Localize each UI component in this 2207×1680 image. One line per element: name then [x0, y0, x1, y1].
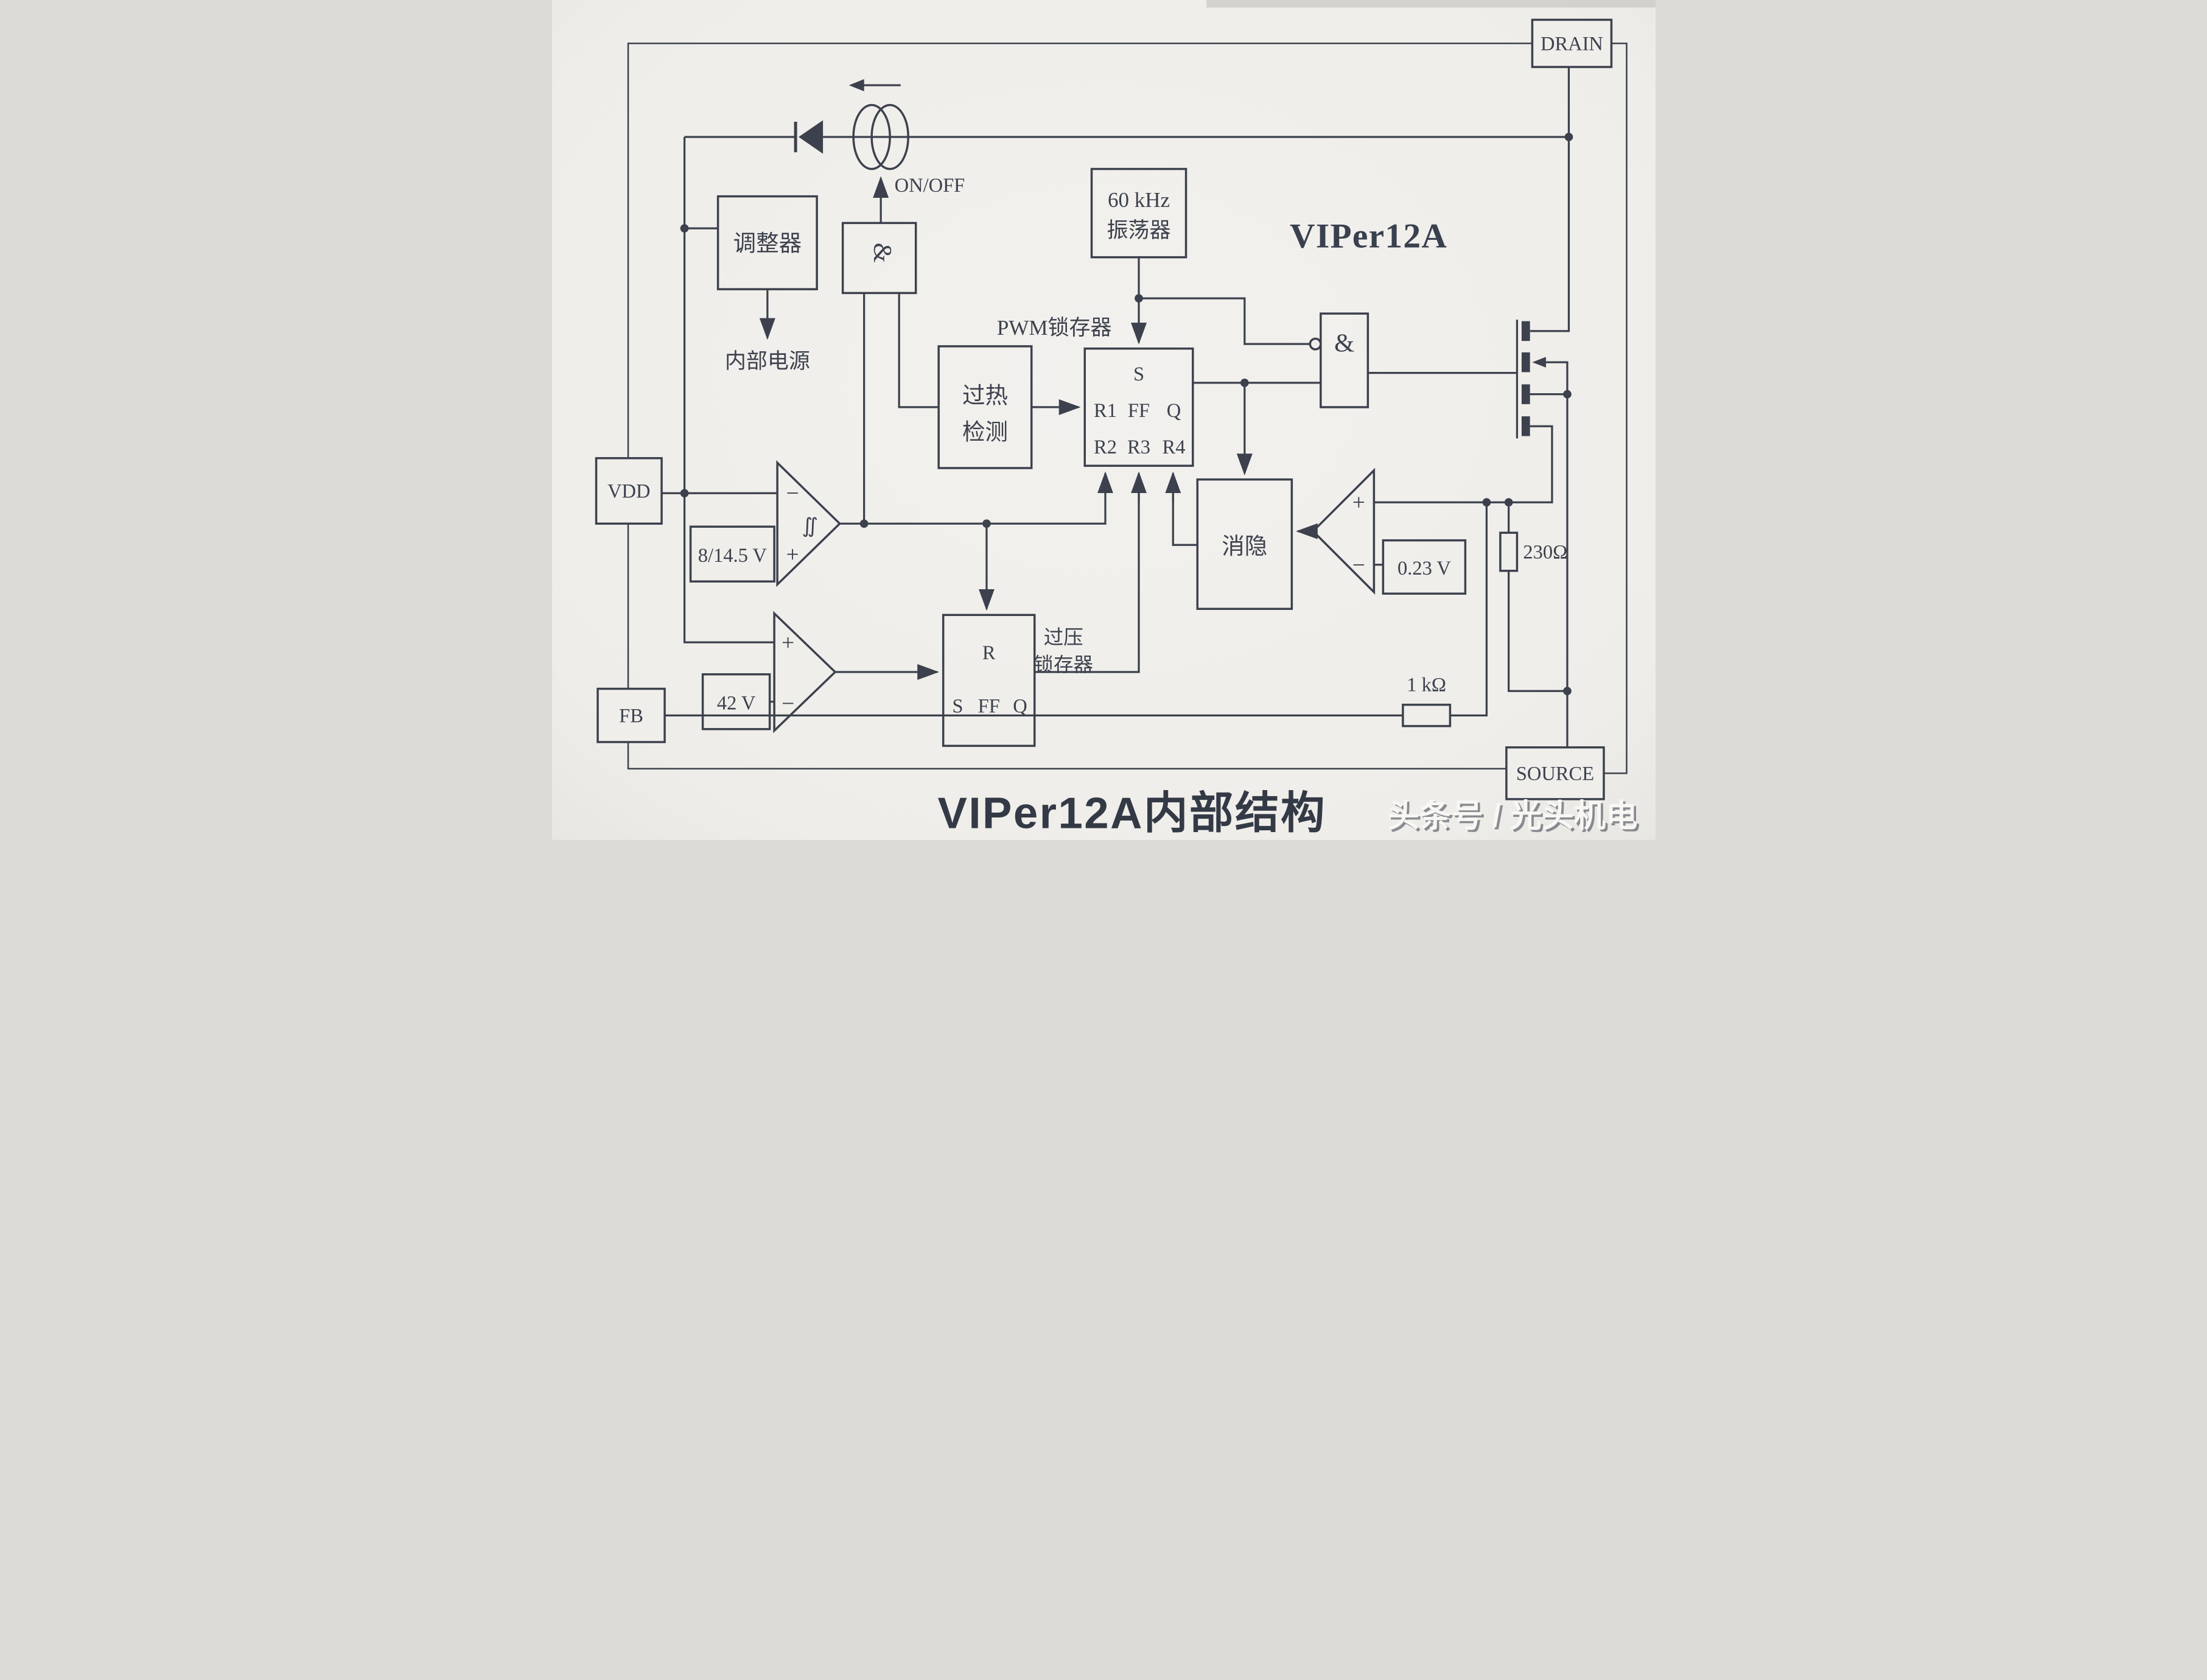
thermal-label-line2: 检测 [962, 420, 1007, 446]
wire-drain-net [1530, 67, 1570, 332]
wire-and-to-thermal [898, 293, 939, 408]
nand-gate-symbol: & [1334, 329, 1354, 358]
transformer-winding [852, 103, 891, 170]
vdd-pin-box [595, 457, 663, 525]
uvlo-plus-sign: + [786, 542, 799, 567]
border-left-bottom [627, 742, 1506, 770]
wire-left-bus [683, 137, 774, 643]
page-edge-shadow [1206, 0, 1656, 8]
cs-ref-box [1382, 539, 1466, 595]
junction-dot [680, 224, 688, 233]
ov-comparator [772, 611, 837, 733]
pwm-ff-r4: R4 [1162, 436, 1185, 458]
wire-sense-res-bottom [1507, 570, 1567, 692]
wire-blanking-out [1172, 493, 1197, 546]
hysteresis-symbol: ∬ [802, 514, 818, 537]
junction-dot [982, 519, 991, 528]
internal-supply-label: 内部电源 [724, 349, 810, 373]
oscillator-label-line1: 60 kHz [1107, 188, 1169, 212]
watermark: 头条号 / 光头机电 [1387, 798, 1637, 834]
cs-comparator [1311, 467, 1375, 595]
sense-resistor [1499, 531, 1518, 572]
uvlo-ref-label: 8/14.5 V [698, 545, 767, 567]
source-pin-box [1505, 746, 1605, 800]
mosfet-segment [1521, 416, 1530, 436]
ov-ff-s: S [952, 695, 963, 717]
regulator-label: 调整器 [733, 232, 802, 257]
border-top-left [627, 43, 1532, 458]
onoff-label: ON/OFF [894, 175, 965, 197]
vdd-pin-label: VDD [607, 481, 650, 503]
ov-latch-box [942, 614, 1035, 747]
ov-ff-ff: FF [978, 695, 999, 717]
ov-latch-caption-line1: 过压 [1043, 626, 1083, 649]
junction-dot [859, 519, 869, 528]
ov-latch-caption-line2: 锁存器 [1034, 654, 1093, 676]
ov-ff-r: R [982, 642, 995, 664]
thermal-label-line1: 过热 [962, 384, 1007, 409]
border-right-rail [1603, 43, 1628, 774]
transformer-winding [870, 103, 909, 170]
paper-background [551, 0, 1656, 841]
wire-fb-up [1449, 502, 1488, 716]
chip-label: VIPer12A [1290, 217, 1447, 255]
wire-osc-to-nand [1138, 297, 1310, 345]
fb-pin-label: FB [619, 705, 643, 727]
blanking-label: 消隐 [1222, 534, 1267, 559]
fb-resistor-label: 1 kΩ [1407, 674, 1446, 696]
wire-body-lead [1544, 361, 1569, 394]
mosfet-segment [1521, 352, 1530, 373]
junction-dot [1562, 390, 1572, 399]
sense-resistor-label: 230Ω [1523, 542, 1567, 564]
uvlo-minus-sign: − [786, 481, 799, 506]
pwm-ff-r2: R2 [1094, 436, 1117, 458]
pwm-latch-label: PWM锁存器 [996, 316, 1111, 340]
ov-ref-box [701, 673, 771, 730]
pwm-ff-s: S [1133, 363, 1144, 385]
nand-input-bubble [1309, 337, 1322, 351]
pwm-ff-r3: R3 [1127, 436, 1150, 458]
and-gate-box [841, 222, 917, 295]
viper12a-internal-diagram: DRAIN SOURCE VDD FB 调整器 内部电源 & ON/OFF VI… [551, 0, 1656, 841]
drain-pin-box [1531, 18, 1612, 68]
nand-gate-box [1319, 312, 1369, 408]
wire-source-lead [1373, 425, 1553, 503]
fb-resistor [1401, 704, 1451, 727]
wire-ovlatch-q [1034, 493, 1140, 673]
mosfet-body-arrow [1531, 357, 1546, 368]
source-pin-label: SOURCE [1516, 763, 1593, 785]
pwm-ff-ff: FF [1127, 400, 1149, 422]
uvlo-comparator [775, 460, 841, 587]
junction-dot [1562, 687, 1572, 696]
oscillator-label-line2: 振荡器 [1107, 219, 1170, 242]
ov-minus-sign: − [782, 691, 794, 716]
cs-minus-sign: − [1352, 553, 1365, 578]
pwm-ff-r1: R1 [1094, 400, 1117, 422]
junction-dot [1482, 498, 1491, 507]
current-arrow-head [848, 79, 864, 92]
cs-ref-label: 0.23 V [1397, 558, 1450, 579]
caption: VIPer12A内部结构 [937, 788, 1326, 838]
watermark-shadow: 头条号 / 光头机电 [1390, 800, 1640, 836]
ov-plus-sign: + [782, 631, 794, 656]
junction-dot [1240, 379, 1249, 387]
scanned-page: DRAIN SOURCE VDD FB 调整器 内部电源 & ON/OFF VI… [551, 0, 1656, 841]
and-gate-symbol: & [867, 243, 896, 263]
ov-ref-label: 42 V [716, 692, 755, 714]
drain-pin-label: DRAIN [1540, 33, 1603, 55]
pwm-ff-box [1083, 347, 1194, 467]
cs-plus-sign: + [1352, 491, 1365, 516]
junction-dot [1134, 294, 1143, 303]
diode [798, 120, 823, 154]
uvlo-ref-box [689, 525, 775, 583]
mosfet-segment [1521, 384, 1530, 404]
junction-dot [680, 489, 688, 498]
ov-ff-q: Q [1013, 695, 1027, 717]
junction-dot [1564, 133, 1573, 141]
pwm-ff-q: Q [1166, 400, 1180, 422]
fb-pin-box [596, 687, 666, 743]
junction-dot [1504, 498, 1513, 507]
mosfet-segment [1521, 321, 1530, 341]
